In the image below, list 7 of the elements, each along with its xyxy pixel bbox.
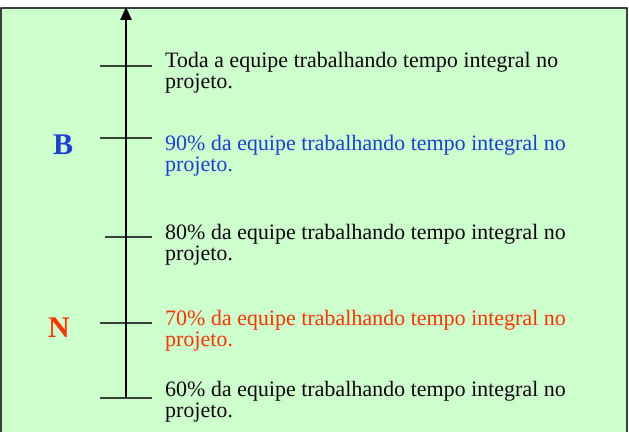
level-description: 90% da equipe trabalhando tempo integral no projeto. (165, 132, 567, 174)
level-description: 80% da equipe trabalhando tempo integral no projeto. (165, 221, 567, 263)
level-letter: B (53, 130, 74, 160)
level-description: Toda a equipe trabalhando tempo integral no projeto. (165, 49, 560, 91)
level-letter: N (48, 313, 70, 343)
level-description: 70% da equipe trabalhando tempo integral no projeto. (165, 307, 567, 349)
level-description: 60% da equipe trabalhando tempo integral no projeto. (165, 378, 567, 420)
